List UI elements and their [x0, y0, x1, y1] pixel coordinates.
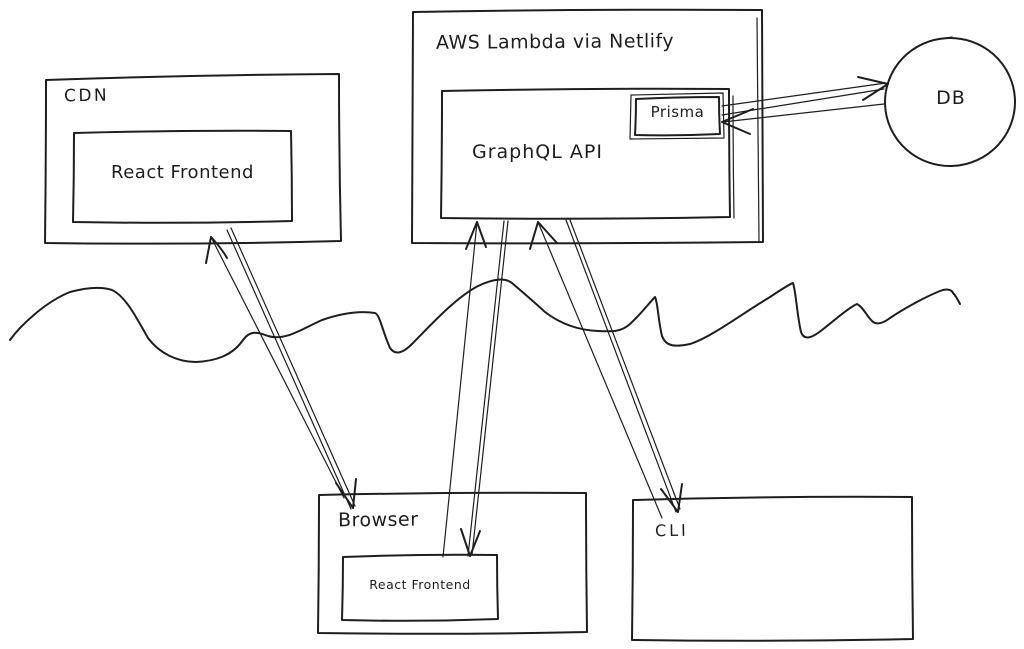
- graphql-api-box: [440, 87, 735, 220]
- edge-prisma-to-db: [721, 76, 889, 116]
- edge-cli-to-graphql: [529, 221, 663, 519]
- edge-browser-react-to-graphql: [442, 221, 487, 558]
- edge-graphql-to-browser-react: [460, 220, 509, 557]
- graphql-api-label: GraphQL API: [472, 141, 603, 163]
- cdn-react-frontend-label: React Frontend: [111, 162, 254, 183]
- browser-react-frontend-box: [341, 553, 499, 622]
- cdn-react-frontend-box: [72, 129, 293, 224]
- browser-box: [317, 491, 588, 635]
- browser-react-frontend-label: React Frontend: [369, 577, 471, 592]
- cli-label: CLI: [654, 520, 689, 541]
- cdn-box: [44, 73, 342, 245]
- prisma-box: [629, 92, 725, 140]
- browser-label: Browser: [337, 508, 419, 532]
- edge-cdn-to-browser: [226, 227, 357, 510]
- edge-graphql-to-cli: [565, 219, 683, 513]
- aws-lambda-label: AWS Lambda via Netlify: [435, 30, 675, 54]
- db-label: DB: [936, 87, 966, 109]
- aws-lambda-box: [411, 8, 764, 245]
- db-circle: [884, 36, 1016, 168]
- cloud-client-divider-wave: [9, 278, 961, 363]
- edge-db-to-prisma: [721, 103, 885, 135]
- cdn-label: CDN: [63, 85, 110, 107]
- cli-box: [631, 495, 914, 642]
- edge-browser-to-cdn: [205, 236, 345, 499]
- prisma-label: Prisma: [650, 103, 705, 121]
